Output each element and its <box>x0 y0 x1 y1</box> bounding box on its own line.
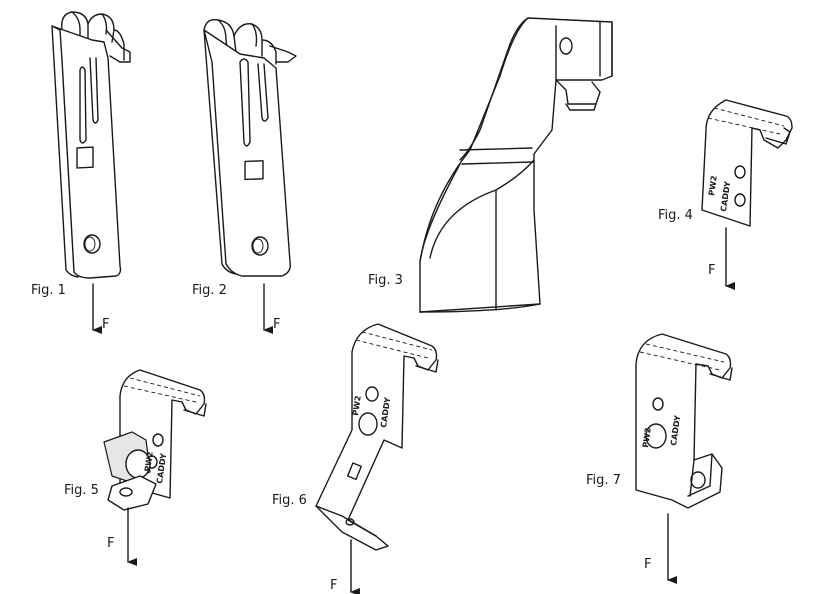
fig6-stamp-pw2: PW2 <box>351 395 363 416</box>
fig7-stamp-pw2: PW2 <box>641 427 653 448</box>
fig6-force-label: F <box>330 578 337 593</box>
fig5-stamp-caddy: CADDY <box>155 453 168 485</box>
fig4-stamp-pw2: PW2 <box>707 175 719 196</box>
fig2-label: Fig. 2 <box>192 283 227 298</box>
fig3-label: Fig. 3 <box>368 273 403 288</box>
fig6-caddy-clip-drawing: PW2 CADDY <box>315 323 439 551</box>
fig4-label: Fig. 4 <box>658 208 693 223</box>
fig5-stamp-pw2: PW2 <box>143 451 155 472</box>
fig2-clip-drawing <box>203 19 297 277</box>
fig3-bracket-drawing <box>419 17 613 313</box>
fig4-force-label: F <box>708 263 715 278</box>
fig6-stamp-caddy: CADDY <box>379 397 392 429</box>
fig4-stamp-caddy: CADDY <box>719 181 732 213</box>
fig7-label: Fig. 7 <box>586 473 621 488</box>
fig7-stamp-caddy: CADDY <box>669 415 682 447</box>
fig1-label: Fig. 1 <box>31 283 66 298</box>
fig7-caddy-clip-drawing: PW2 CADDY <box>635 333 733 509</box>
fig5-label: Fig. 5 <box>64 483 99 498</box>
fig6-label: Fig. 6 <box>272 493 307 508</box>
fig2-force-label: F <box>273 317 280 332</box>
fig1-force-label: F <box>102 317 109 332</box>
fig5-caddy-clip-drawing: PW2 CADDY <box>103 369 207 511</box>
fig5-force-label: F <box>107 536 114 551</box>
fig1-clip-drawing <box>51 11 131 279</box>
fig7-force-label: F <box>644 557 651 572</box>
fig4-caddy-clip-drawing: PW2 CADDY <box>701 99 793 227</box>
